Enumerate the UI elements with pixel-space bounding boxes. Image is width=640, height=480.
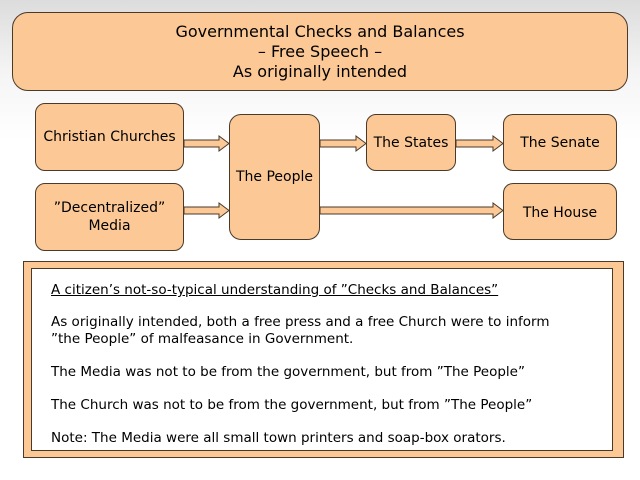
node-the-states-label: The States: [373, 134, 449, 151]
note-paragraph-3: The Church was not to be from the govern…: [51, 397, 533, 413]
node-the-senate: The Senate: [503, 114, 617, 171]
node-the-people: The People: [229, 114, 320, 240]
title-line-2: – Free Speech –: [257, 41, 383, 61]
note-paragraph-2: The Media was not to be from the governm…: [51, 364, 525, 380]
note-panel: A citizen’s not-so-typical understanding…: [31, 268, 613, 451]
title-line-1: Governmental Checks and Balances: [175, 21, 465, 41]
note-paragraph-1-line-1: As originally intended, both a free pres…: [51, 314, 550, 330]
node-the-people-label: The People: [236, 169, 313, 185]
arrow-media-to-people: [183, 202, 230, 219]
note-paragraph-1-line-2: ”the People” of malfeasance in Governmen…: [51, 331, 354, 347]
arrow-people-to-house: [319, 202, 504, 219]
title-box: Governmental Checks and Balances – Free …: [12, 12, 628, 91]
note-paragraph-1: As originally intended, both a free pres…: [51, 314, 612, 348]
arrow-states-to-senate: [455, 135, 504, 152]
node-the-house-label: The House: [522, 205, 598, 221]
node-decentralized-media: ”Decentralized” Media: [35, 183, 184, 251]
note-heading: A citizen’s not-so-typical understanding…: [51, 282, 499, 298]
node-christian-churches: Christian Churches: [35, 103, 184, 171]
node-the-states: The States: [366, 114, 456, 171]
node-the-senate-label: The Senate: [520, 134, 600, 151]
note-paragraph-4: Note: The Media were all small town prin…: [51, 430, 506, 446]
arrow-people-to-states: [319, 135, 367, 152]
node-decentralized-media-label: ”Decentralized” Media: [53, 200, 166, 234]
title-line-3: As originally intended: [232, 61, 408, 81]
node-christian-churches-label: Christian Churches: [43, 129, 176, 145]
node-the-house: The House: [503, 183, 617, 240]
arrow-churches-to-people: [183, 135, 230, 152]
